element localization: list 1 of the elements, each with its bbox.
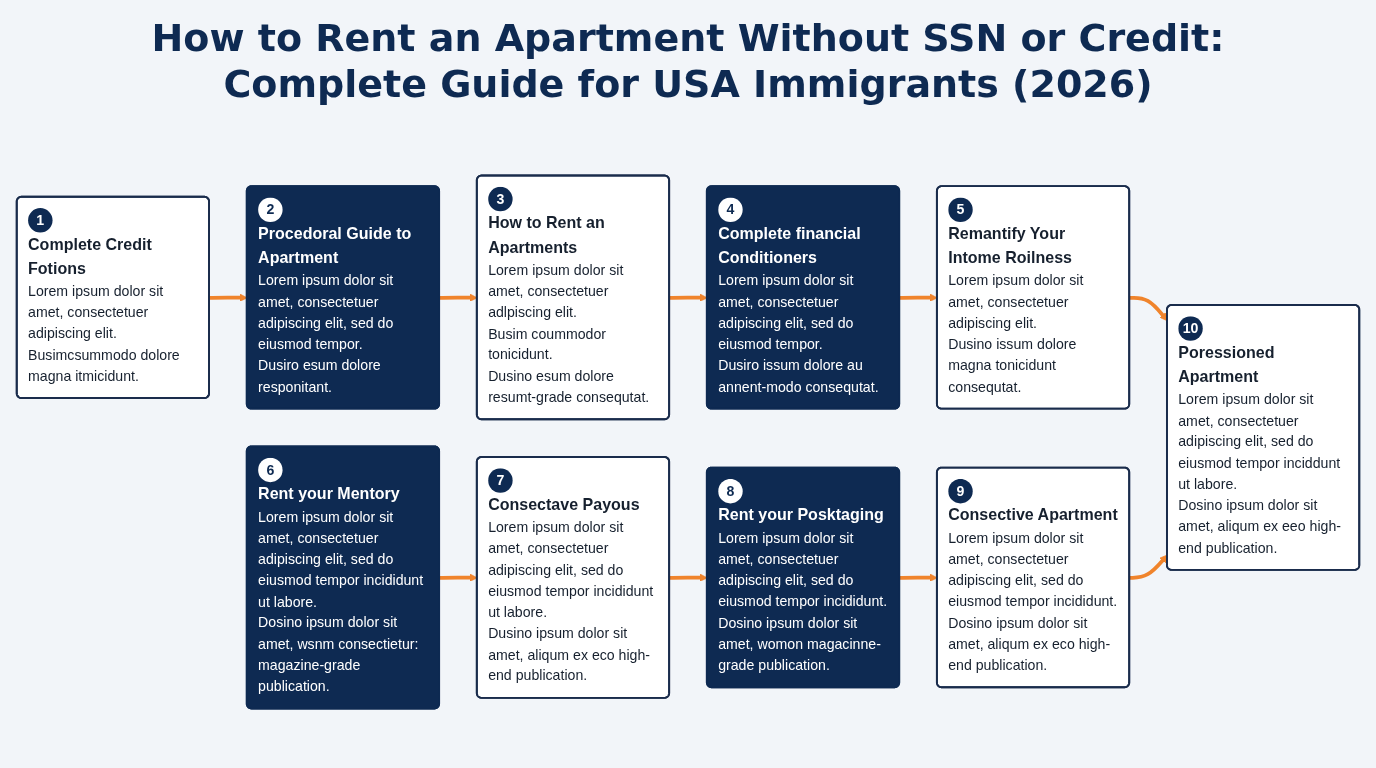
title: How to Rent an Apartment Without SSN or Credit: Complete Guide for USA Immigrants (2026) <box>150 16 1226 108</box>
